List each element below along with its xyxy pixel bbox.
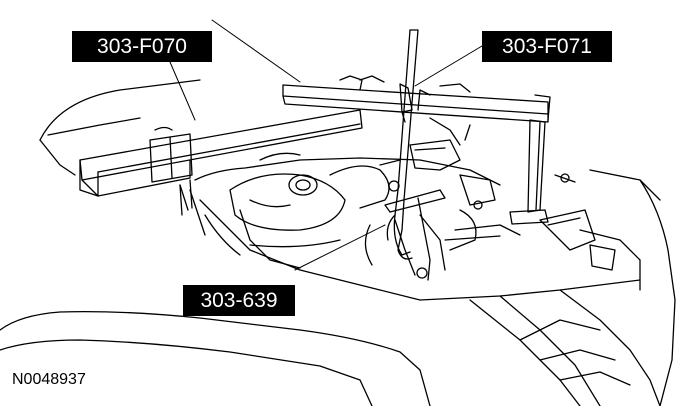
- callout-303-f070: 303-F070: [72, 31, 212, 62]
- leader-lines: [170, 20, 482, 270]
- lifting-hook-303-639: [380, 30, 445, 280]
- callout-303-f071: 303-F071: [482, 31, 612, 62]
- callout-303-639: 303-639: [183, 285, 295, 316]
- engine-compartment: [180, 140, 575, 278]
- vehicle-body: [0, 80, 675, 406]
- figure-id: N0048937: [12, 371, 86, 388]
- beam-303-f070: [80, 110, 362, 215]
